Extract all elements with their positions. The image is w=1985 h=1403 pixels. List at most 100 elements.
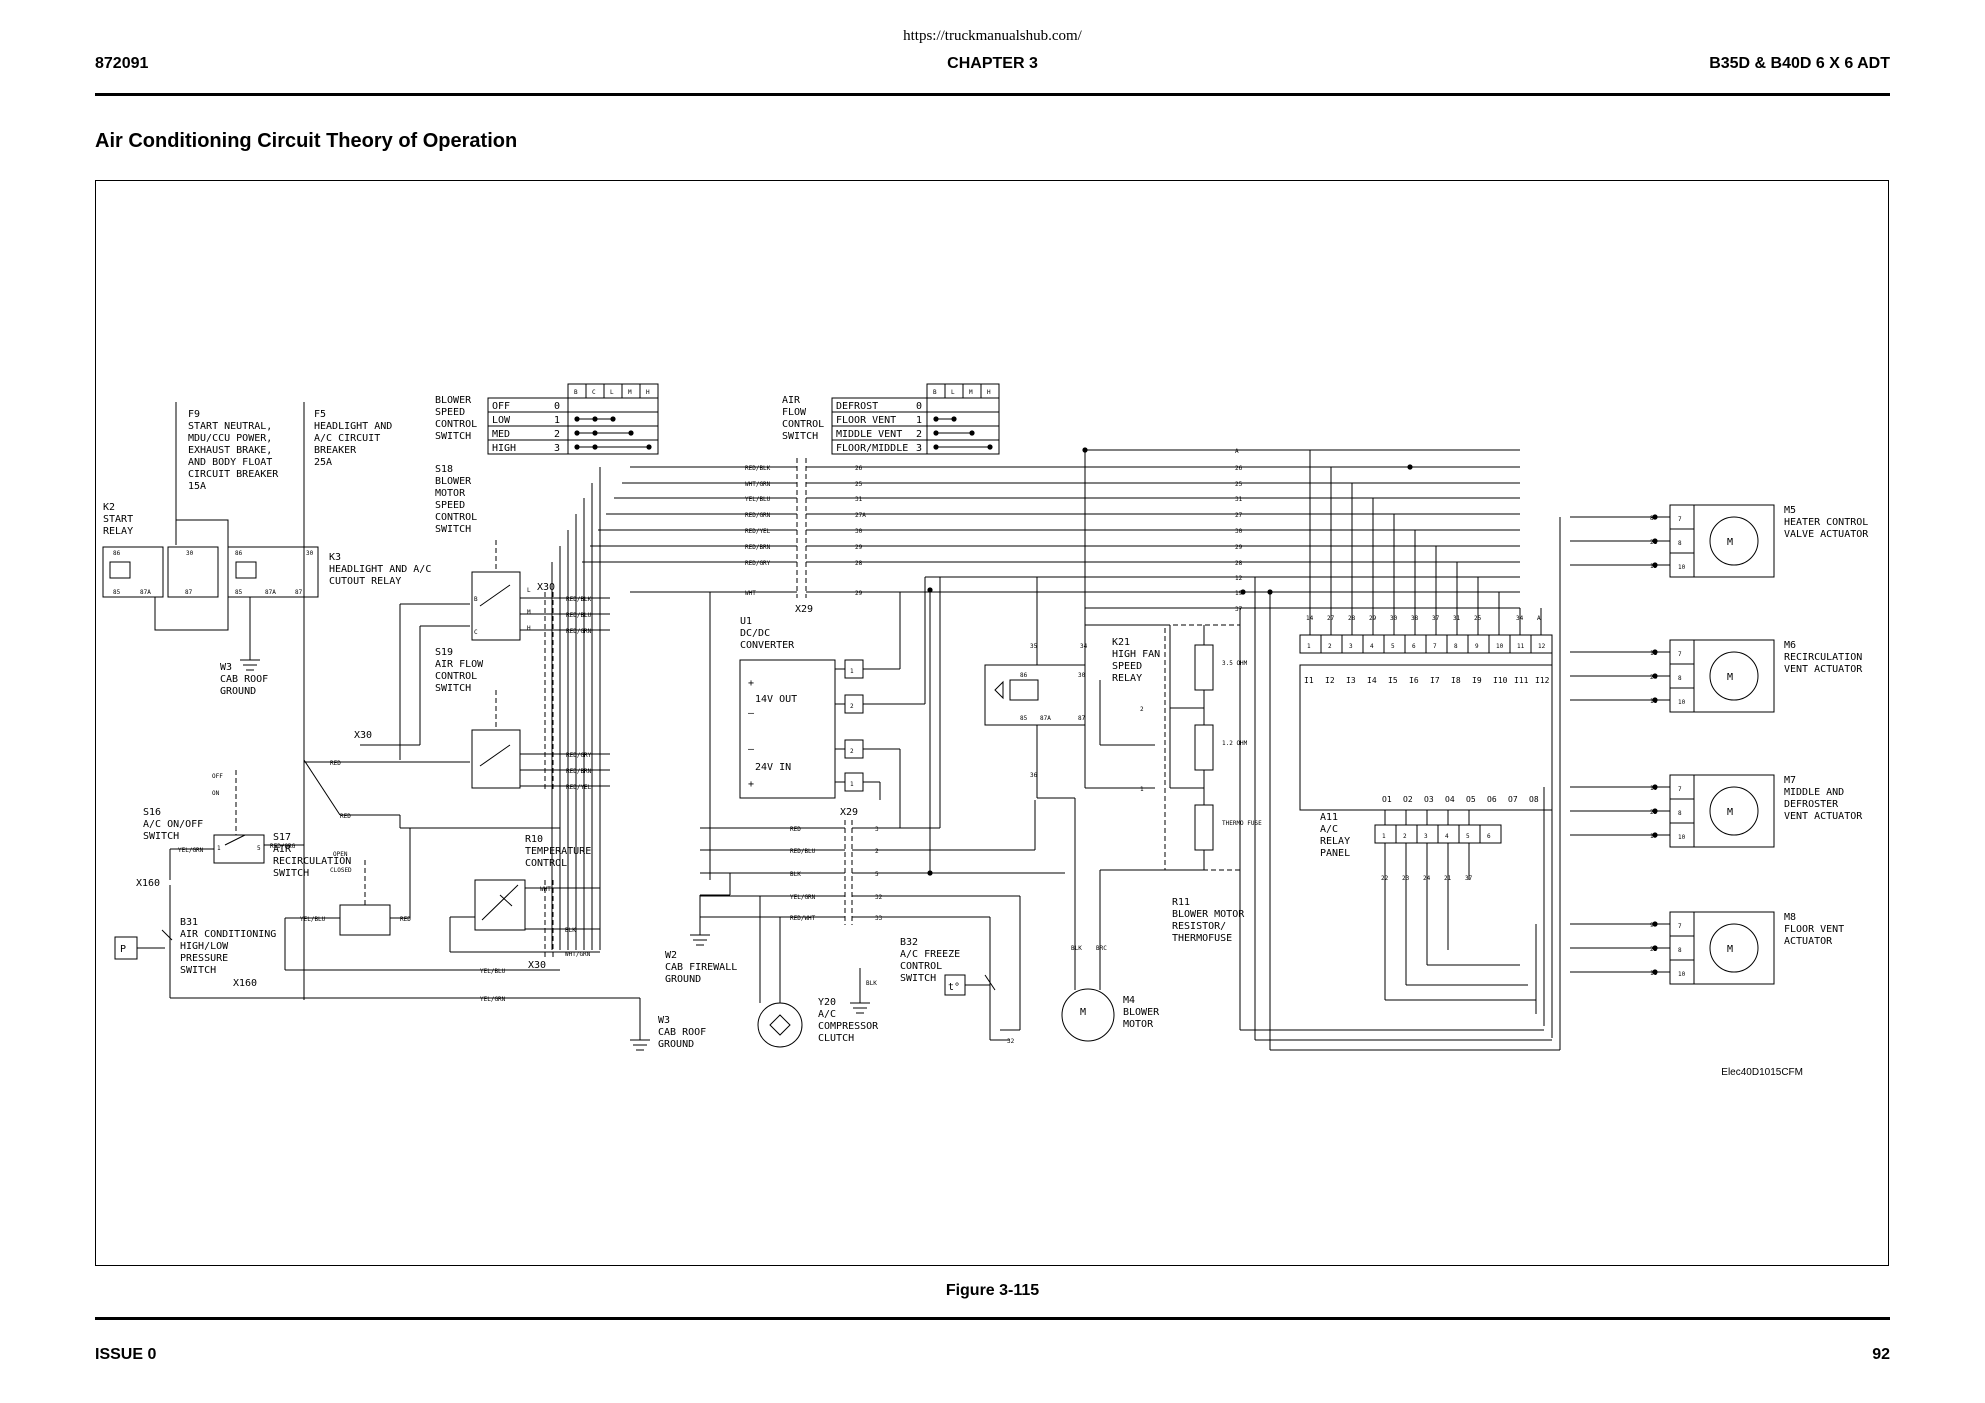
b32-label-line: CONTROL <box>900 961 942 972</box>
harness-wire-number: 25 <box>855 481 863 488</box>
s16-label-line: SWITCH <box>143 831 179 842</box>
k3-label-line: HEADLIGHT AND A/C <box>329 564 431 575</box>
a11-bottom-pin-number: 6 <box>1487 833 1491 840</box>
blower-table-title-line: CONTROL <box>435 419 477 430</box>
airflow-contact-dot <box>987 444 993 450</box>
blower-col-label: L <box>610 389 614 396</box>
m6-pin-number: 8 <box>1678 675 1682 682</box>
junction <box>1652 945 1658 951</box>
y20-label-line: Y20 <box>818 997 836 1008</box>
y20-label-line: A/C <box>818 1009 836 1020</box>
junction <box>1652 784 1658 790</box>
airflow-contact-dot <box>933 416 939 422</box>
b32-label-line: B32 <box>900 937 918 948</box>
pin: 1 <box>217 845 221 852</box>
a11-input-label: I2 <box>1325 676 1335 685</box>
k3-coil <box>235 561 257 579</box>
m7-pin-number: 10 <box>1678 834 1686 841</box>
m8-label-line: FLOOR VENT <box>1784 924 1844 935</box>
m7-pin-number: 7 <box>1678 786 1682 793</box>
m6-pin-number: 7 <box>1678 651 1682 658</box>
f9-label-line: F9 <box>188 409 200 420</box>
a11-top-wire-number: 37 <box>1432 615 1440 622</box>
m5-wire-number: 21 <box>1650 539 1658 546</box>
m5-pin-number: 7 <box>1678 516 1682 523</box>
k21-diode <box>994 680 1004 700</box>
k-s18-label-line: S18 <box>435 464 453 475</box>
blower-pos-name: MED <box>492 429 510 440</box>
k2-pin: 30 <box>186 550 194 557</box>
wire <box>303 759 341 816</box>
s19-label-line: SWITCH <box>435 683 471 694</box>
m8-label-line: ACTUATOR <box>1784 936 1833 947</box>
wire-number: 2 <box>875 848 879 855</box>
y20-label-line: COMPRESSOR <box>818 1021 879 1032</box>
m6-label-line: RECIRCULATION <box>1784 652 1862 663</box>
airflow-switch-lever <box>479 744 511 767</box>
r11-label-line: BLOWER MOTOR <box>1172 909 1245 920</box>
source-url[interactable]: https://truckmanualshub.com/ <box>903 28 1082 44</box>
pin: 1 <box>850 668 854 675</box>
x30-bottom-label: X30 <box>528 960 546 971</box>
f9-label-line: EXHAUST BRAKE, <box>188 445 272 456</box>
m6-motor-symbol <box>1709 651 1759 701</box>
a11-input-label: I4 <box>1367 676 1377 685</box>
a11-input-label: I7 <box>1430 676 1440 685</box>
f9-label-line: START NEUTRAL, <box>188 421 272 432</box>
m7-label-line: VENT ACTUATOR <box>1784 811 1863 822</box>
footer-rule <box>95 1317 1890 1320</box>
k2-label-line: START <box>103 514 133 525</box>
a11-bottom-pin-number: 1 <box>1382 833 1386 840</box>
a11-input-label: I11 <box>1514 676 1529 685</box>
wire-number: 33 <box>875 915 883 922</box>
b32-label-line: SWITCH <box>900 973 936 984</box>
a11-input-label: I12 <box>1535 676 1550 685</box>
airflow-col-label: H <box>987 389 991 396</box>
airflow-col-label: L <box>951 389 955 396</box>
blower-contact-dot <box>592 444 598 450</box>
a11-bottom-wire-number: 21 <box>1444 875 1452 882</box>
m8-wire-number: 16 <box>1650 970 1658 977</box>
issue-label: ISSUE 0 <box>95 1346 157 1363</box>
blower-pos-name: OFF <box>492 401 510 412</box>
a11-top-wire-number: 14 <box>1306 615 1314 622</box>
u1-connector <box>844 694 864 714</box>
w3a-label-line: W3 <box>220 662 232 673</box>
wire-color-label: YEL/BLU <box>480 968 506 975</box>
m7-label-line: MIDDLE AND <box>1784 787 1844 798</box>
pin: 87A <box>1040 715 1051 722</box>
r11-res2 <box>1194 724 1214 771</box>
k3-pin: 87A <box>265 589 276 596</box>
m8-pin-box <box>1669 911 1695 937</box>
temperature-switch-symbol <box>944 974 966 996</box>
junction <box>1652 562 1658 568</box>
m5-pin-box <box>1669 504 1695 530</box>
a11-top-pin-number: 10 <box>1496 643 1504 650</box>
airflow-table-title-line: AIR <box>782 395 801 406</box>
k2-coil <box>109 561 131 579</box>
a11-output-label: O3 <box>1424 795 1434 804</box>
m5-label-line: M5 <box>1784 505 1796 516</box>
a11-input-label: I1 <box>1304 676 1314 685</box>
k-s18-label-line: MOTOR <box>435 488 466 499</box>
a11-output-label: O6 <box>1487 795 1497 804</box>
wire-color-label: YEL/BLU <box>300 916 326 923</box>
k3-label-line: K3 <box>329 552 341 563</box>
a11-bottom-pin-number: 2 <box>1403 833 1407 840</box>
w2-label-line: CAB FIREWALL <box>665 962 737 973</box>
m6-wire-number: 24 <box>1650 674 1658 681</box>
blower-pos-name: LOW <box>492 415 511 426</box>
w3a-label-line: GROUND <box>220 686 256 697</box>
airflow-contact-dot <box>969 430 975 436</box>
m8-pin-number: 7 <box>1678 923 1682 930</box>
harness-wire-color: WHT <box>745 590 756 597</box>
m8-pin-number: 10 <box>1678 971 1686 978</box>
s17-label-line: RECIRCULATION <box>273 856 351 867</box>
k2-contact-box <box>167 546 219 598</box>
a11-label-line: A11 <box>1320 812 1338 823</box>
a11-top-pin-number: 5 <box>1391 643 1395 650</box>
f5-label-line: F5 <box>314 409 326 420</box>
m5-wire-number: 15 <box>1650 563 1658 570</box>
